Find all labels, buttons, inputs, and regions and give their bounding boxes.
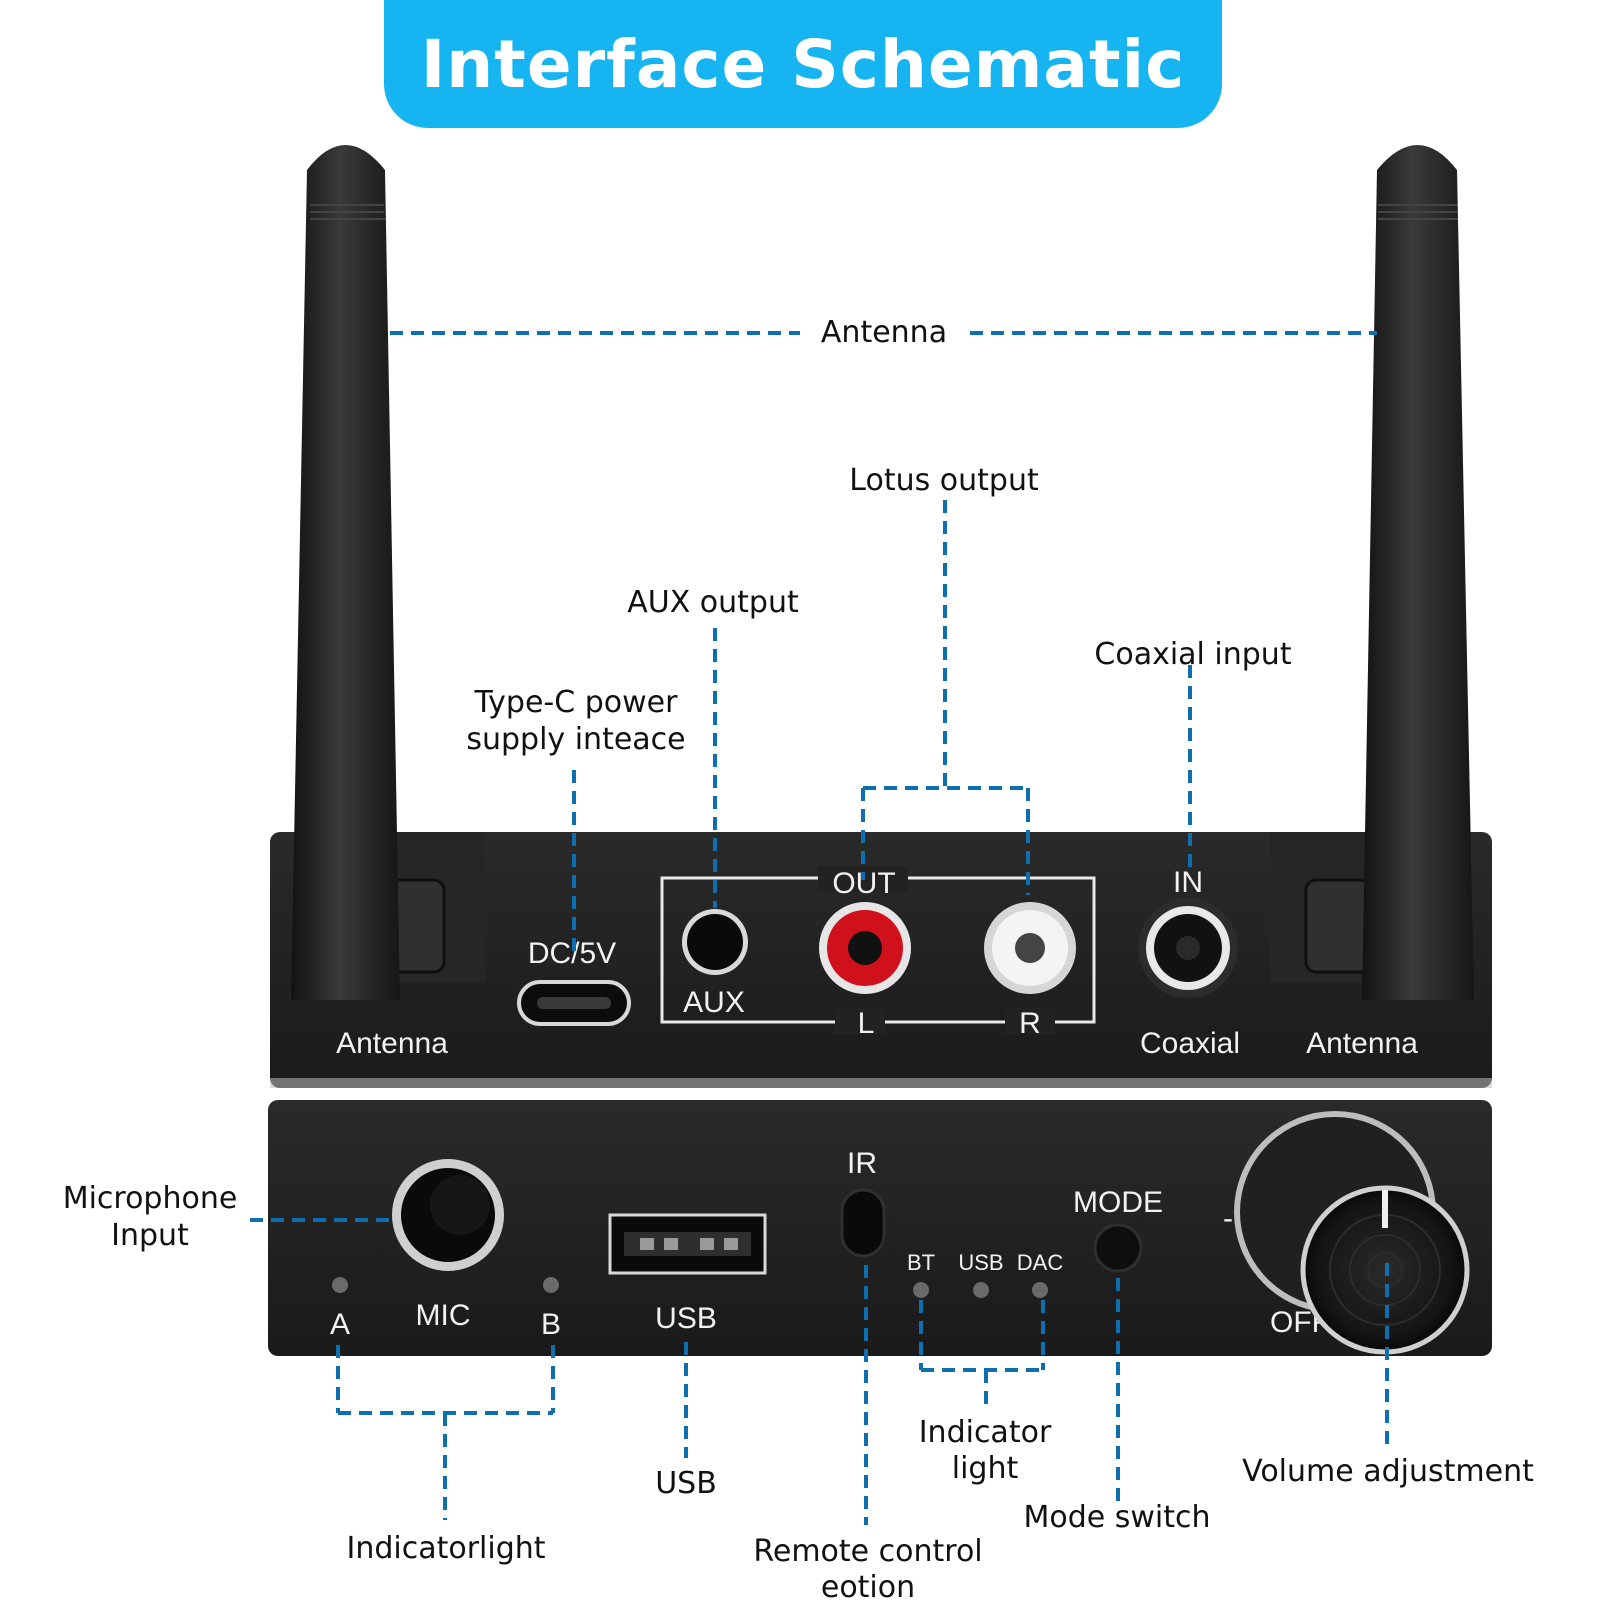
- aux-jack[interactable]: [682, 909, 748, 975]
- minus-label: -: [1223, 1202, 1233, 1235]
- dac-label: DAC: [1017, 1250, 1064, 1275]
- antenna-right: [1362, 145, 1474, 1000]
- title-banner: Interface Schematic: [384, 0, 1222, 128]
- leader-lines: [250, 331, 1389, 1525]
- coaxial-label: Coaxial: [1140, 1027, 1240, 1060]
- r-label: R: [1019, 1007, 1041, 1040]
- callout-microphone-line2: Input: [111, 1218, 189, 1253]
- callout-usb: USB: [655, 1466, 717, 1501]
- callout-indicator-light-line1: Indicator: [919, 1415, 1052, 1450]
- mic-jack[interactable]: [392, 1159, 504, 1271]
- callout-lotus-output: Lotus output: [849, 463, 1039, 498]
- usb-port-label: USB: [655, 1302, 717, 1335]
- callout-indicator-light-line2: light: [952, 1451, 1019, 1486]
- page-title: Interface Schematic: [420, 25, 1186, 103]
- mic-label: MIC: [416, 1299, 471, 1332]
- in-label: IN: [1173, 866, 1203, 899]
- callout-type-c-line2: supply inteace: [466, 722, 685, 757]
- usb-port[interactable]: [608, 1213, 767, 1275]
- callout-type-c-line1: Type-C power: [474, 685, 679, 720]
- callout-coaxial-input: Coaxial input: [1094, 637, 1291, 672]
- antenna-right-label: Antenna: [1306, 1027, 1418, 1060]
- ir-receiver: [840, 1188, 886, 1258]
- indicator-led-a: [332, 1277, 348, 1293]
- bt-label: BT: [907, 1250, 935, 1275]
- type-c-port[interactable]: [517, 980, 631, 1026]
- mode-button[interactable]: [1093, 1223, 1143, 1273]
- rca-left-jack[interactable]: [819, 902, 911, 994]
- antenna-left: [291, 145, 400, 1000]
- led-dac: [1032, 1282, 1048, 1298]
- callout-microphone-line1: Microphone: [63, 1181, 238, 1216]
- coaxial-jack[interactable]: [1138, 898, 1238, 998]
- a-label: A: [330, 1308, 350, 1341]
- callout-aux-output: AUX output: [627, 585, 799, 620]
- callout-volume-adjustment: Volume adjustment: [1242, 1454, 1534, 1489]
- aux-label: AUX: [683, 986, 745, 1019]
- ir-label: IR: [847, 1147, 877, 1180]
- callout-mode-switch: Mode switch: [1023, 1500, 1210, 1535]
- l-label: L: [858, 1007, 875, 1040]
- rca-right-jack[interactable]: [984, 902, 1076, 994]
- led-bt: [913, 1282, 929, 1298]
- usb-led-label: USB: [958, 1250, 1003, 1275]
- callout-indicatorlight: Indicatorlight: [346, 1531, 545, 1566]
- callout-antenna: Antenna: [821, 315, 947, 350]
- indicator-led-b: [543, 1277, 559, 1293]
- mode-label: MODE: [1073, 1186, 1163, 1219]
- b-label: B: [541, 1308, 561, 1341]
- callout-remote-line2: eotion: [821, 1570, 915, 1600]
- antenna-left-label: Antenna: [336, 1027, 448, 1060]
- out-label: OUT: [832, 867, 895, 900]
- callout-remote-line1: Remote control: [753, 1534, 982, 1569]
- led-usb: [973, 1282, 989, 1298]
